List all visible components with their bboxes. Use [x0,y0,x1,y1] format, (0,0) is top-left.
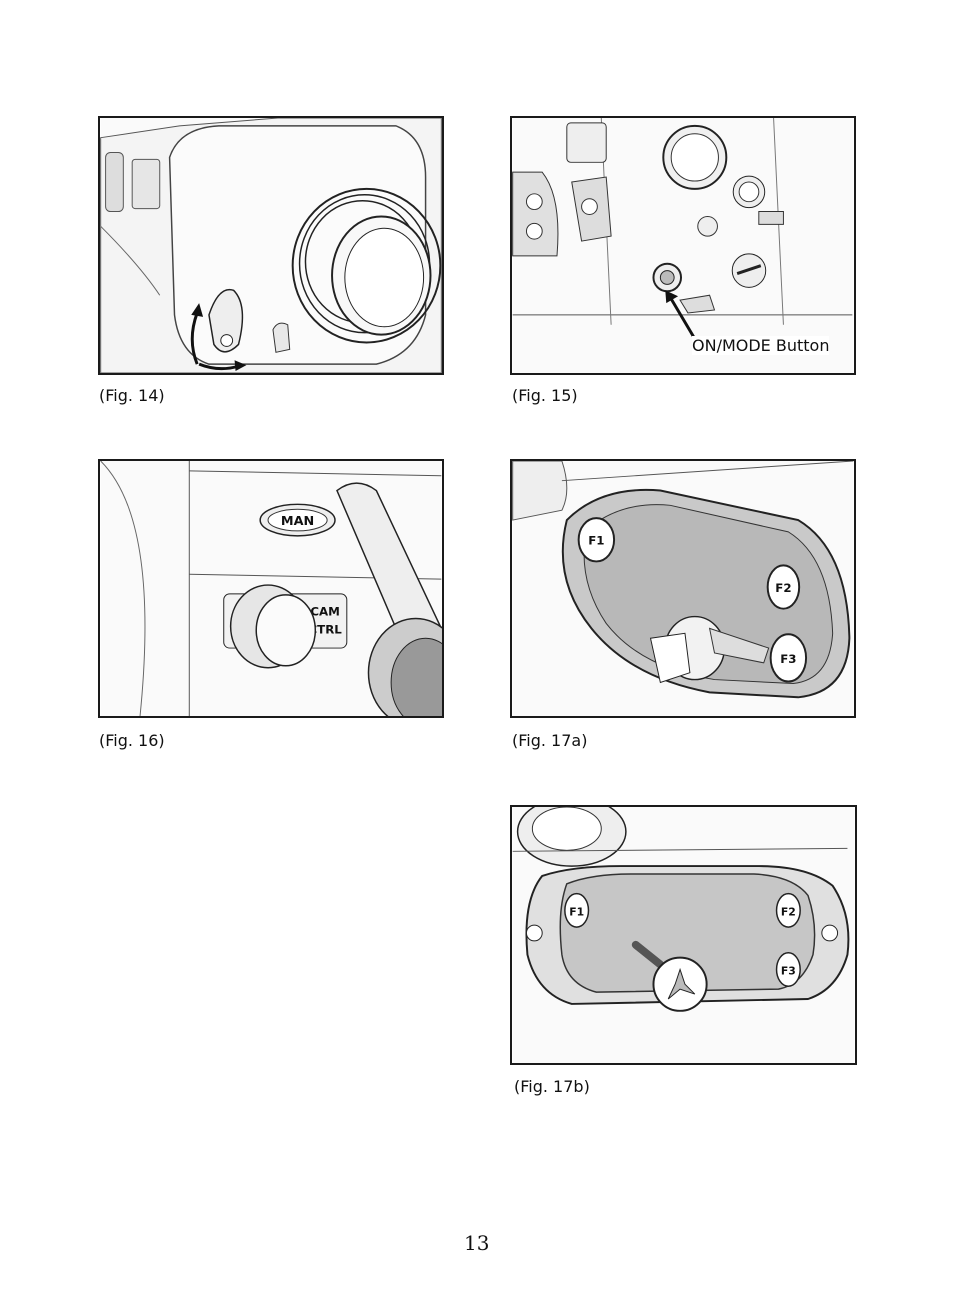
figure-17b-caption: (Fig. 17b) [514,1077,590,1096]
figure-14-drawing [100,118,442,373]
fig17a-f3-label: F3 [780,652,796,666]
figure-17a-caption: (Fig. 17a) [512,731,588,750]
page-number: 13 [464,1231,490,1255]
fig17a-f1-label: F1 [588,534,604,548]
fig17b-f2-label: F2 [781,905,796,918]
figure-15-caption: (Fig. 15) [512,386,578,405]
ctrl-label: CTRL [308,622,342,636]
fig17a-f2-label: F2 [775,581,791,595]
figure-17b-illustration: F1 F2 F3 [510,805,857,1065]
fig17b-f1-label: F1 [569,905,584,918]
man-badge-label: MAN [281,514,314,529]
figure-15-drawing [512,118,854,373]
on-mode-button-callout: ON/MODE Button [692,336,830,355]
figure-16-illustration: MAN CAM CTRL [98,459,444,718]
figure-15-illustration [510,116,856,375]
figure-16-drawing: MAN CAM CTRL [100,461,442,716]
figure-14-caption: (Fig. 14) [99,386,165,405]
figure-17a-illustration: F1 F2 F3 [510,459,856,718]
figure-17a-drawing: F1 F2 F3 [512,461,854,716]
figure-17b-drawing: F1 F2 F3 [512,807,855,1063]
figure-16-caption: (Fig. 16) [99,731,165,750]
figure-14-illustration [98,116,444,375]
cam-label: CAM [310,605,340,619]
fig17b-f3-label: F3 [781,964,796,977]
